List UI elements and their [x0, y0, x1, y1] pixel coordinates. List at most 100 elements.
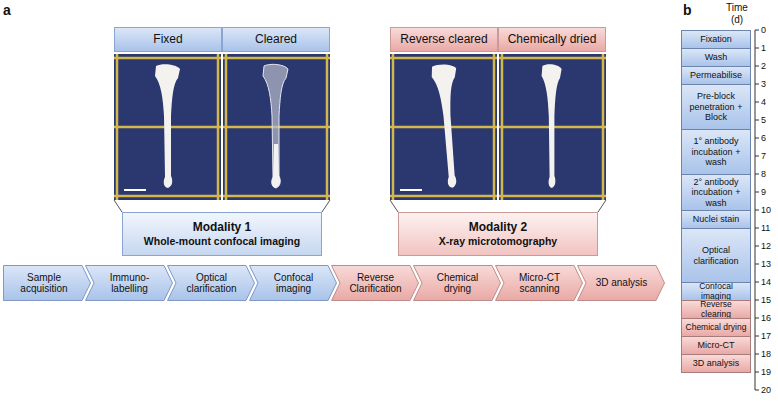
- axis-tick-label: 15: [761, 295, 771, 305]
- box-text: Chemically dried: [508, 33, 597, 47]
- box-text: Permeabilise: [690, 70, 742, 80]
- box-text: Fixation: [700, 34, 732, 44]
- box-text: 1° antibody incubation + wash: [685, 136, 747, 167]
- step-chevron: Immuno-labelling: [85, 265, 173, 301]
- box-text: Sample acquisition: [8, 272, 80, 295]
- axis-tick-label: 8: [761, 169, 766, 179]
- header-box: Fixed: [114, 27, 222, 52]
- axis-tick-label: 9: [761, 187, 766, 197]
- header-box: Chemically dried: [498, 27, 606, 52]
- timeline-box: Pre-block penetration + Block: [681, 84, 751, 130]
- chevron-outline: [168, 266, 255, 301]
- box-text: Cleared: [255, 33, 297, 47]
- chevron-outline: [578, 266, 665, 301]
- box-text: 3D analysis: [693, 358, 740, 368]
- axis-tick-label: 17: [761, 331, 771, 341]
- axis-tick-label: 6: [761, 133, 766, 143]
- modality-title: Modality 1: [193, 221, 252, 235]
- bone: [155, 64, 180, 188]
- axis-tick-label: 3: [761, 79, 766, 89]
- bone: [542, 64, 562, 188]
- step-chevron: 3D analysis: [577, 265, 665, 301]
- box-text: Fixed: [153, 33, 182, 47]
- header-box: Reverse cleared: [390, 27, 498, 52]
- bone-shape: [431, 63, 465, 188]
- timeline-box: 2° antibody incubation + wash: [681, 174, 751, 211]
- chevron-outline: [414, 266, 501, 301]
- scale-bar: [124, 189, 422, 191]
- axis-tick-label: 16: [761, 313, 771, 323]
- modality-subtitle: X-ray microtomography: [439, 235, 557, 247]
- axis-tick-label: 13: [761, 259, 771, 269]
- axis-tick-label: 1: [761, 43, 766, 53]
- grid-line: [390, 54, 606, 200]
- modality-box: Modality 1Whole-mount confocal imaging: [122, 212, 322, 256]
- bone-shape: [263, 64, 288, 188]
- box-text: 2° antibody incubation + wash: [685, 177, 747, 208]
- timeline-box: Wash: [681, 48, 751, 67]
- box-text: Confocal imaging: [261, 272, 326, 295]
- axis-tick-label: 5: [761, 115, 766, 125]
- panel-letter: a: [3, 2, 11, 18]
- step-chevron: Chemical drying: [413, 265, 501, 301]
- box-text: Pre-block penetration + Block: [685, 91, 747, 122]
- step-chevron: Optical clarification: [167, 265, 255, 301]
- axis-tick-label: 4: [761, 97, 766, 107]
- timeline-box: Fixation: [681, 30, 751, 49]
- box-text: Reverse clearing: [685, 300, 747, 319]
- timeline-box: Micro-CT: [681, 336, 751, 355]
- zoom-lines: [114, 200, 606, 212]
- box-text: Optical clarification: [685, 245, 747, 266]
- timeline-box: 1° antibody incubation + wash: [681, 129, 751, 175]
- axis-tick-label: 0: [761, 25, 766, 35]
- box-text: Wash: [705, 52, 728, 62]
- time-axis: [755, 30, 759, 390]
- box-text: Micro-CT: [698, 340, 735, 350]
- bone-shape: [155, 64, 180, 188]
- step-chevron: Confocal imaging: [249, 265, 337, 301]
- step-chevron: Reverse Clarification: [331, 265, 419, 301]
- box-text: Reverse Clarification: [343, 272, 408, 295]
- axis-tick-label: 18: [761, 349, 771, 359]
- box-text: Chemical drying: [686, 323, 747, 333]
- bone-shape: [542, 64, 562, 188]
- modality-title: Modality 2: [469, 221, 528, 235]
- timeline-box: Nuclei stain: [681, 210, 751, 229]
- axis-tick-label: 2: [761, 61, 766, 71]
- chevron-outline: [332, 266, 419, 301]
- chevron-outline: [496, 266, 583, 301]
- bone-shape: [272, 144, 280, 188]
- timeline-box: Confocal imaging: [681, 282, 751, 301]
- axis-tick-label: 12: [761, 241, 771, 251]
- bone: [263, 64, 288, 188]
- box-text: Chemical drying: [425, 272, 490, 295]
- axis-tick-label: 11: [761, 223, 770, 233]
- panel-letter: b: [683, 2, 692, 18]
- axis-tick-label: 19: [761, 367, 771, 377]
- modality-box: Modality 2X-ray microtomography: [398, 212, 598, 256]
- axis-tick-label: 20: [761, 385, 771, 395]
- axis-tick-label: 14: [761, 277, 771, 287]
- box-text: Nuclei stain: [693, 214, 740, 224]
- timeline-box: Reverse clearing: [681, 300, 751, 319]
- box-text: 3D analysis: [596, 277, 648, 289]
- modality-subtitle: Whole-mount confocal imaging: [144, 235, 300, 247]
- axis-title: Time (d): [720, 2, 754, 25]
- timeline-box: Chemical drying: [681, 318, 751, 337]
- axis-tick-label: 10: [761, 205, 771, 215]
- box-text: Confocal imaging: [685, 282, 747, 301]
- chevron-outline: [250, 266, 337, 301]
- timeline-box: 3D analysis: [681, 354, 751, 373]
- bone: [431, 63, 465, 188]
- chevron-outline: [86, 266, 173, 301]
- box-text: Reverse cleared: [400, 33, 487, 47]
- timeline-box: Permeabilise: [681, 66, 751, 85]
- chevron-outline: [4, 266, 91, 301]
- step-chevron: Sample acquisition: [3, 265, 91, 301]
- step-chevron: Micro-CT scanning: [495, 265, 583, 301]
- box-text: Micro-CT scanning: [507, 272, 572, 295]
- header-box: Cleared: [222, 27, 330, 52]
- timeline-box: Optical clarification: [681, 228, 751, 283]
- box-text: Optical clarification: [179, 272, 244, 295]
